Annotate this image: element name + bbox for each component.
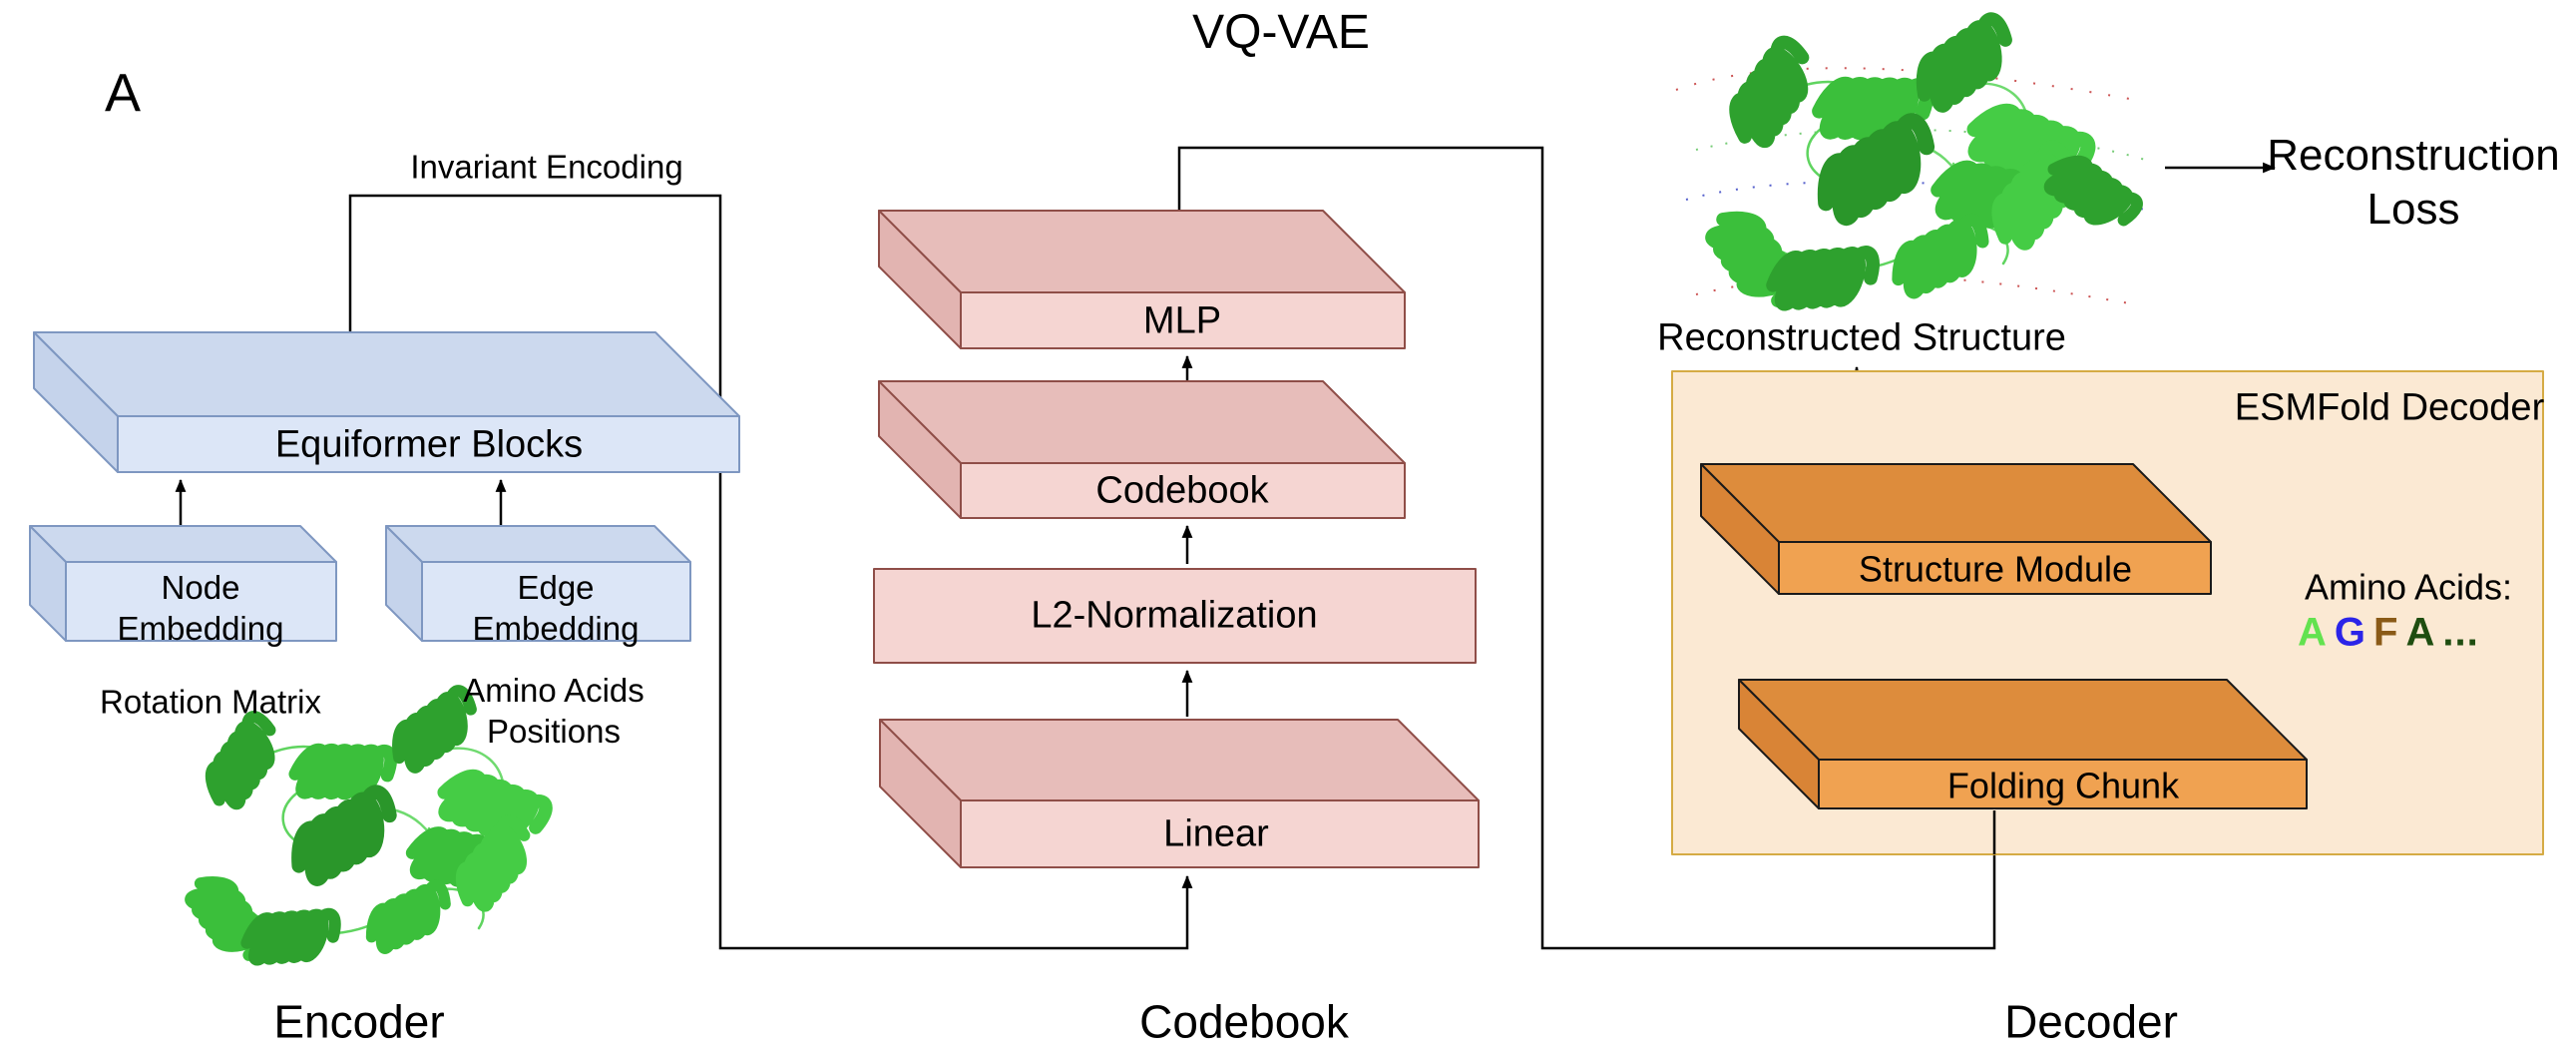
rotation-matrix-label: Rotation Matrix bbox=[100, 683, 321, 721]
reconstruction-loss-label: Reconstruction Loss bbox=[2267, 129, 2559, 237]
sequence-letter-a2: A bbox=[2405, 610, 2436, 655]
codebook-front-face bbox=[960, 462, 1406, 519]
codebook-box bbox=[878, 380, 1406, 519]
node-embedding-top-face bbox=[29, 525, 337, 563]
equiformer-front-face bbox=[117, 415, 740, 473]
mlp-to-decoder-connector bbox=[1177, 146, 1996, 950]
equiformer-blocks-box bbox=[33, 331, 740, 473]
esmfold-decoder-label: ESMFold Decoder bbox=[2234, 386, 2545, 429]
mlp-top-face bbox=[878, 210, 1406, 293]
codebook-section-label: Codebook bbox=[1139, 995, 1349, 1048]
reconstructed-structure-label: Reconstructed Structure bbox=[1657, 316, 2066, 359]
sequence-ellipsis: ... bbox=[2442, 610, 2479, 655]
structure-module-box bbox=[1700, 463, 2212, 595]
amino-acids-positions-label: Amino Acids Positions bbox=[463, 670, 644, 753]
equiformer-blocks-label: Equiformer Blocks bbox=[274, 423, 584, 466]
structure-module-label: Structure Module bbox=[1858, 548, 2133, 590]
folding-chunk-label: Folding Chunk bbox=[1946, 765, 2180, 806]
edge-embedding-box bbox=[385, 525, 691, 642]
edge-embedding-line1: Edge bbox=[517, 568, 595, 606]
sequence-letter-a1: A bbox=[2298, 610, 2328, 655]
mlp-box bbox=[878, 210, 1406, 349]
input-protein-structure-icon bbox=[187, 689, 550, 972]
edge-embedding-front-face bbox=[421, 561, 691, 642]
edge-embedding-line2: Embedding bbox=[472, 610, 640, 647]
node-embedding-box bbox=[29, 525, 337, 642]
reconstructed-protein-structure-icon bbox=[1675, 17, 2145, 318]
mlp-front-face bbox=[960, 291, 1406, 349]
folding-chunk-front-face bbox=[1818, 759, 2308, 809]
sequence-letter-f: F bbox=[2373, 610, 2399, 655]
decoder-section-label: Decoder bbox=[2004, 995, 2178, 1048]
linear-top-face bbox=[879, 719, 1480, 801]
amino-acids-positions-line2: Positions bbox=[487, 713, 621, 750]
edge-embedding-label: Edge Embedding bbox=[473, 567, 640, 650]
sequence-letter-g: G bbox=[2334, 610, 2367, 655]
figure-title: VQ-VAE bbox=[1192, 6, 1370, 59]
folding-chunk-box bbox=[1738, 679, 2308, 809]
amino-acids-positions-line1: Amino Acids bbox=[463, 671, 644, 709]
equiformer-top-face bbox=[33, 331, 740, 417]
mlp-label: MLP bbox=[1142, 299, 1222, 342]
amino-acids-input-label: Amino Acids: bbox=[2304, 566, 2513, 608]
invariant-encoding-label: Invariant Encoding bbox=[410, 148, 683, 186]
l2-normalization-label: L2-Normalization bbox=[1031, 594, 1318, 637]
edge-embedding-top-face bbox=[385, 525, 691, 563]
structure-module-front-face bbox=[1778, 541, 2212, 595]
codebook-top-face bbox=[878, 380, 1406, 464]
folding-chunk-top-face bbox=[1738, 679, 2308, 761]
node-embedding-front-face bbox=[65, 561, 337, 642]
reconstruction-loss-line1: Reconstruction bbox=[2267, 130, 2560, 180]
node-embedding-label: Node Embedding bbox=[118, 567, 284, 650]
l2-normalization-box bbox=[873, 568, 1477, 664]
linear-label: Linear bbox=[1163, 812, 1269, 855]
linear-front-face bbox=[960, 799, 1480, 868]
panel-label-a: A bbox=[104, 63, 142, 124]
reconstruction-loss-line2: Loss bbox=[2366, 185, 2460, 234]
encoder-section-label: Encoder bbox=[273, 995, 445, 1048]
codebook-box-label: Codebook bbox=[1095, 469, 1269, 512]
node-embedding-line2: Embedding bbox=[117, 610, 284, 647]
structure-module-top-face bbox=[1700, 463, 2212, 543]
node-embedding-line1: Node bbox=[161, 568, 240, 606]
invariant-encoding-connector bbox=[348, 194, 1193, 950]
linear-box bbox=[879, 719, 1480, 868]
